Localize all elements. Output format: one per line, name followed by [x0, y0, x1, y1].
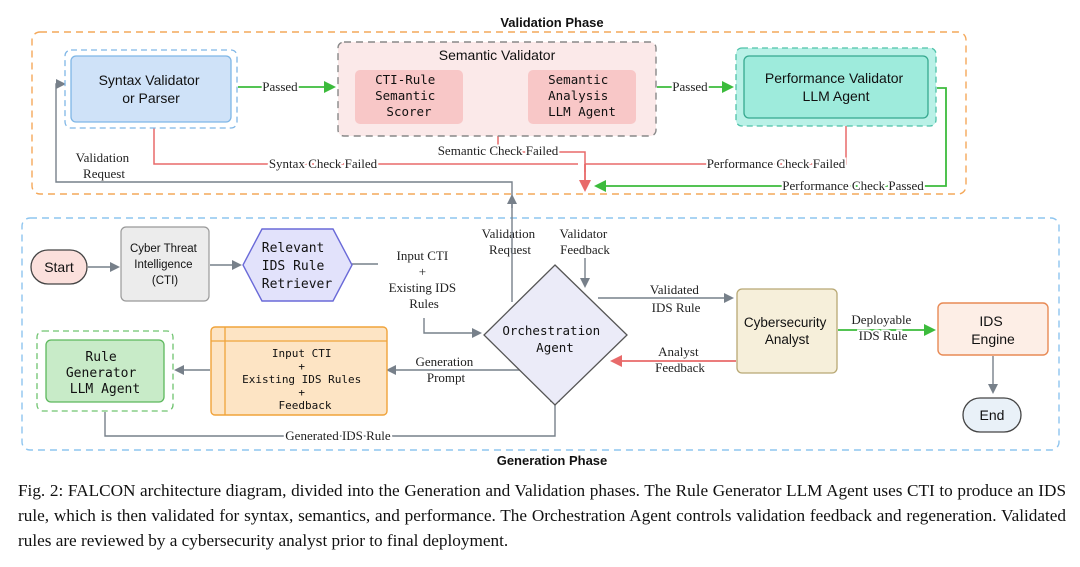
semantic-analysis-agent-node: Semantic Analysis LLM Agent: [528, 70, 636, 124]
edge-label-generation-prompt: Generation Prompt: [415, 354, 476, 385]
edge-label-passed-1: Passed: [262, 79, 298, 94]
edge-performance-check-failed: [585, 126, 847, 165]
edge-label-generated-rule: Generated IDS Rule: [285, 428, 391, 443]
syntax-validator-node: Syntax Validator or Parser: [64, 49, 238, 129]
ids-engine-node: IDS Engine: [937, 302, 1049, 356]
svg-text:Orchestration Agent: Orchestration Agent: [502, 323, 607, 355]
edge-input-cti-to-orchestration: [423, 318, 482, 338]
edge-syntax-check-failed: [153, 128, 578, 165]
validation-phase-label: Validation Phase: [500, 15, 603, 30]
svg-text:Rule Generator LLM: Rule Generator LLM Agent: [66, 350, 144, 397]
edge-label-semantic-failed: Semantic Check Failed: [438, 143, 559, 158]
edge-label-passed-2: Passed: [672, 79, 708, 94]
validation-phase-frame: [31, 31, 967, 195]
svg-text:IDS Engine: IDS Engine: [971, 313, 1015, 347]
edge-generated-rule: [104, 392, 560, 437]
svg-text:Relevant IDS Rule: Relevant IDS Rule Retriever: [262, 241, 333, 292]
generation-phase-label: Generation Phase: [497, 453, 608, 468]
orchestration-agent-node: Orchestration Agent: [483, 264, 628, 406]
svg-text:Cybersecurity Analyst: Cybersecurity Analyst: [744, 315, 830, 347]
figure-caption: Fig. 2: FALCON architecture diagram, div…: [18, 481, 1066, 550]
edge-label-performance-passed: Performance Check Passed: [782, 178, 924, 193]
edge-label-validation-request: Validation Request: [482, 226, 539, 257]
edge-label-input-cti-rules: Input CTI + Existing IDS Rules: [389, 248, 460, 311]
cti-node: Cyber Threat Intelligence (CTI): [120, 226, 210, 302]
edge-semantic-check-failed: [497, 136, 586, 172]
end-node: End: [962, 397, 1022, 433]
svg-text:Semantic Analysis: Semantic Analysis LLM Agent: [548, 72, 616, 119]
edge-label-validator-feedback: Validator Feedback: [560, 226, 611, 257]
svg-text:Cyber Threat Intelligenc: Cyber Threat Intelligence (CTI): [130, 243, 200, 287]
cti-rule-scorer-node: CTI-Rule Semantic Scorer: [355, 70, 463, 124]
performance-validator-node: Performance Validator LLM Agent: [735, 47, 937, 127]
svg-text:End: End: [980, 407, 1005, 423]
edge-label-deployable-rule: Deployable IDS Rule: [851, 312, 914, 343]
generation-phase-frame: [21, 217, 1060, 451]
svg-text:Input CTI + Existi: Input CTI + Existing IDS Rules + Feedbac…: [242, 347, 368, 412]
start-node: Start: [30, 249, 88, 285]
edge-label-validation-request-top: Validation Request: [76, 150, 133, 181]
svg-text:Syntax Validator or Pars: Syntax Validator or Parser: [99, 72, 204, 106]
edge-label-analyst-feedback: Analyst Feedback: [655, 344, 705, 375]
prompt-document-node: Input CTI + Existing IDS Rules + Feedbac…: [210, 326, 388, 416]
semantic-validator-title: Semantic Validator: [439, 47, 556, 63]
edge-label-performance-failed: Performance Check Failed: [707, 156, 846, 171]
falcon-architecture-diagram: Validation Phase Generation Phase Passed…: [21, 15, 1060, 468]
svg-text:Performance Validator LL: Performance Validator LLM Agent: [765, 70, 907, 104]
edge-validation-request-to-syntax: [55, 79, 513, 208]
svg-text:Start: Start: [44, 259, 74, 275]
retriever-node: Relevant IDS Rule Retriever: [242, 228, 353, 302]
cybersecurity-analyst-node: Cybersecurity Analyst: [736, 288, 838, 374]
edge-label-syntax-failed: Syntax Check Failed: [269, 156, 378, 171]
svg-text:CTI-Rule Semantic: CTI-Rule Semantic Scorer: [375, 72, 443, 119]
edge-label-validated-rule: Validated IDS Rule: [650, 282, 702, 315]
edge-performance-check-passed: [594, 87, 947, 192]
rule-generator-node: Rule Generator LLM Agent: [36, 330, 174, 412]
